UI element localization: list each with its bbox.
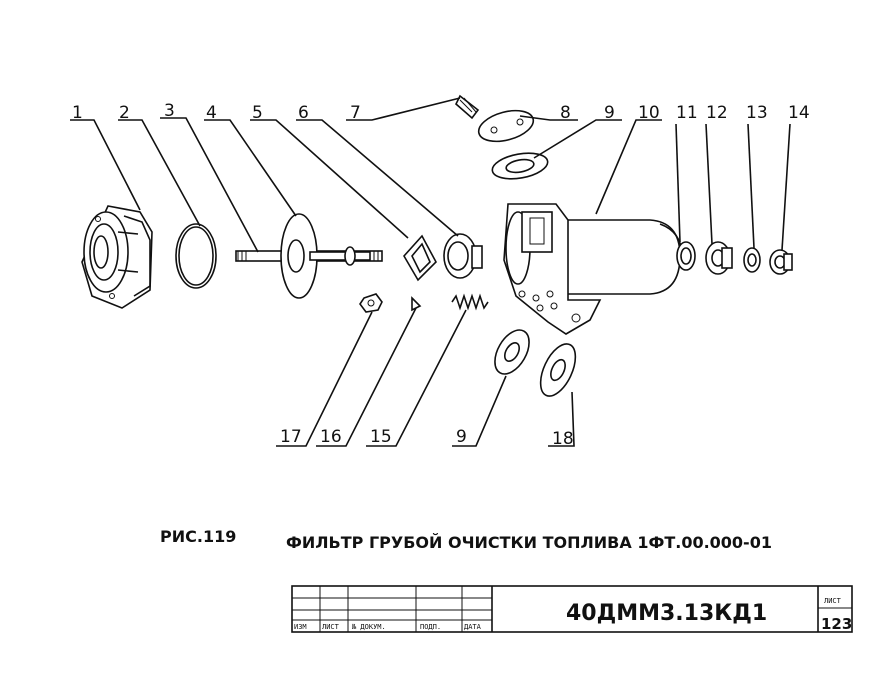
part-3-4-shaft-disc xyxy=(235,213,383,299)
part-7-screw xyxy=(455,94,480,120)
callout-15: 15 xyxy=(370,427,392,447)
part-14-plug xyxy=(769,249,793,275)
sheet-number: 123 xyxy=(821,615,852,633)
sheet-label: ЛИСТ xyxy=(824,597,842,605)
callout-14: 14 xyxy=(788,103,810,123)
callout-labels: 1 2 3 4 5 6 7 8 9 10 11 12 13 14 17 16 1… xyxy=(72,101,810,449)
part-18-gasket xyxy=(539,343,577,397)
callout-17: 17 xyxy=(280,427,302,447)
part-6-valve-cup xyxy=(443,233,483,279)
callout-18: 18 xyxy=(552,429,574,449)
figure-title: ФИЛЬТР ГРУБОЙ ОЧИСТКИ ТОПЛИВА 1ФТ.00.000… xyxy=(286,533,772,552)
callout-9: 9 xyxy=(604,103,615,123)
part-11-washer xyxy=(676,241,696,271)
header-podp: ПОДП. xyxy=(420,623,441,631)
header-dokum: № ДОКУМ. xyxy=(351,623,386,631)
part-17-nut xyxy=(359,293,383,313)
part-15-spring xyxy=(451,293,489,311)
callout-9-bottom: 9 xyxy=(456,427,467,447)
part-9-gasket-bottom xyxy=(494,329,530,375)
callout-7: 7 xyxy=(350,103,361,123)
title-block: ИЗМ ЛИСТ № ДОКУМ. ПОДП. ДАТА 40ДММ3.13КД… xyxy=(291,585,853,633)
part-2-o-ring xyxy=(175,223,217,289)
callout-13: 13 xyxy=(746,103,768,123)
leader-lines xyxy=(70,97,791,447)
callout-1: 1 xyxy=(72,103,83,123)
callout-5: 5 xyxy=(252,103,263,123)
part-1-flange-housing xyxy=(81,205,153,309)
callout-12: 12 xyxy=(706,103,728,123)
part-12-fitting-nut xyxy=(705,241,733,275)
figure-number: РИС.119 xyxy=(160,527,236,546)
header-data: ДАТА xyxy=(464,623,482,631)
part-5-triangular-seal xyxy=(403,234,437,282)
callout-11: 11 xyxy=(676,103,698,123)
callout-3: 3 xyxy=(164,101,175,121)
part-8-cover-plate xyxy=(477,109,535,143)
header-list: ЛИСТ xyxy=(322,623,340,631)
callout-6: 6 xyxy=(298,103,309,123)
header-izm: ИЗМ xyxy=(294,623,307,631)
callout-4: 4 xyxy=(206,103,217,123)
document-code: 40ДММ3.13КД1 xyxy=(566,601,767,626)
callout-8: 8 xyxy=(560,103,571,123)
part-10-filter-body xyxy=(503,203,683,335)
callout-2: 2 xyxy=(119,103,130,123)
part-13-small-washer xyxy=(743,247,761,273)
callout-16: 16 xyxy=(320,427,342,447)
callout-10: 10 xyxy=(638,103,660,123)
part-9-gasket-top xyxy=(491,152,549,180)
